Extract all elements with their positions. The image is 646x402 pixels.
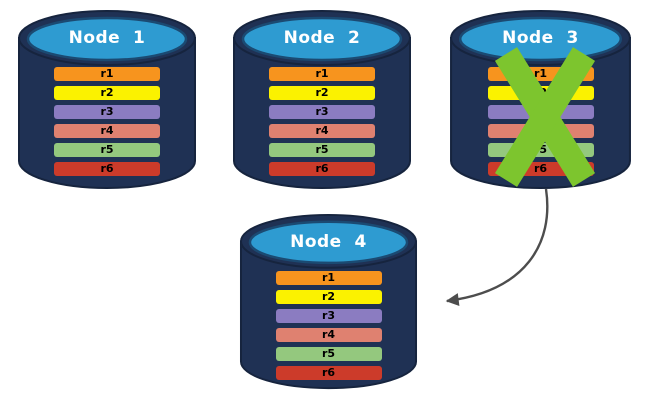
failover-arrow xyxy=(445,188,549,306)
record-list: r1 r2 r3 r4 r5 r6 xyxy=(269,67,375,176)
node-title: Node 4 xyxy=(290,232,367,252)
node-1: Node 1 r1 r2 r3 r4 r5 r6 xyxy=(16,8,198,192)
record-bar-r2: r2 xyxy=(54,86,160,100)
record-bar-r2: r2 xyxy=(275,290,382,304)
node-title: Node 1 xyxy=(68,28,146,48)
record-bar-r3: r3 xyxy=(54,105,160,119)
cylinder-top-face xyxy=(248,220,409,265)
node-title: Node 3 xyxy=(502,28,579,48)
record-bar-r5: r5 xyxy=(269,143,375,157)
record-bar-r2: r2 xyxy=(269,86,375,100)
record-bar-r3: r3 xyxy=(487,105,594,119)
node-4: Node 4 r1 r2 r3 r4 r5 r6 xyxy=(238,212,419,392)
record-bar-r1: r1 xyxy=(487,67,594,81)
record-list: r1 r2 r3 r4 r5 r6 xyxy=(487,67,594,176)
cylinder-top-face xyxy=(241,16,403,62)
record-bar-r5: r5 xyxy=(54,143,160,157)
record-list: r1 r2 r3 r4 r5 r6 xyxy=(54,67,160,176)
record-bar-r1: r1 xyxy=(269,67,375,81)
record-bar-r1: r1 xyxy=(54,67,160,81)
record-bar-r6: r6 xyxy=(275,366,382,380)
record-bar-r6: r6 xyxy=(269,162,375,176)
record-bar-r5: r5 xyxy=(275,347,382,361)
node-title: Node 2 xyxy=(283,28,361,48)
record-bar-r3: r3 xyxy=(269,105,375,119)
record-bar-r2: r2 xyxy=(487,86,594,100)
record-bar-r4: r4 xyxy=(269,124,375,138)
record-bar-r4: r4 xyxy=(275,328,382,342)
record-bar-r3: r3 xyxy=(275,309,382,323)
node-2: Node 2 r1 r2 r3 r4 r5 r6 xyxy=(231,8,413,192)
record-bar-r1: r1 xyxy=(275,271,382,285)
record-bar-r6: r6 xyxy=(487,162,594,176)
record-list: r1 r2 r3 r4 r5 r6 xyxy=(275,271,382,380)
node-3: Node 3 r1 r2 r3 r4 r5 r6 xyxy=(448,8,633,192)
cylinder-top-face xyxy=(26,16,188,62)
record-bar-r6: r6 xyxy=(54,162,160,176)
record-bar-r5: r5 xyxy=(487,143,594,157)
record-bar-r4: r4 xyxy=(487,124,594,138)
record-bar-r4: r4 xyxy=(54,124,160,138)
